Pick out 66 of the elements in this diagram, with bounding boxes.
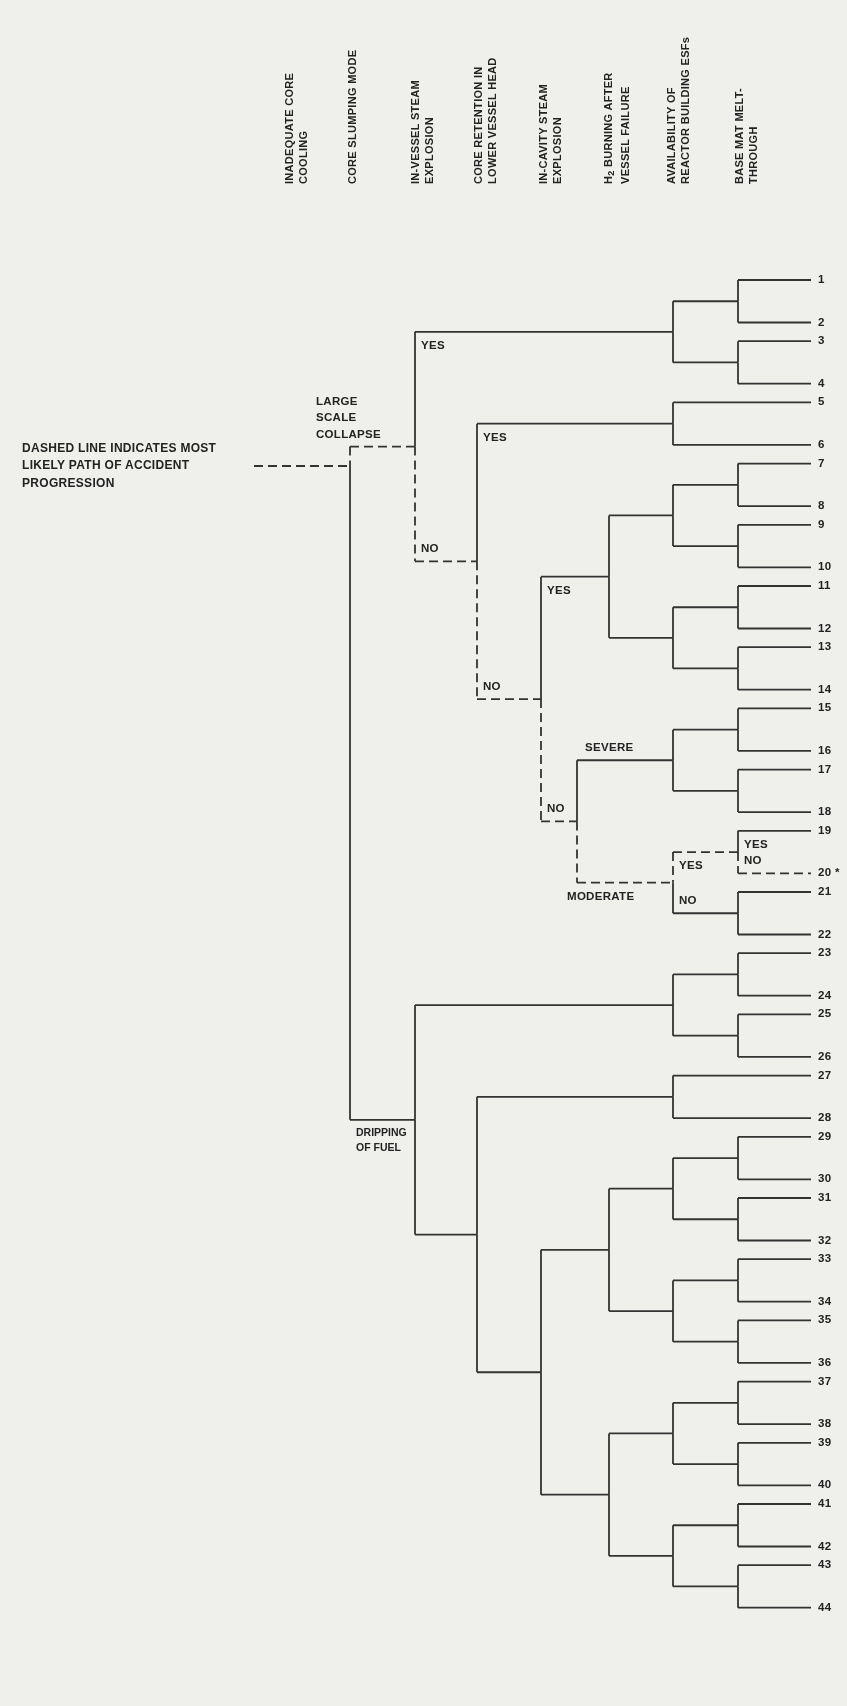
sequence-number: 35 [818, 1312, 832, 1328]
sequence-number: 8 [818, 498, 825, 514]
sequence-number: 30 [818, 1171, 832, 1187]
branch-label: NO [744, 853, 762, 869]
sequence-number: 11 [818, 578, 831, 593]
sequence-number: 2 [818, 314, 825, 330]
branch-label: SEVERE [585, 740, 634, 756]
sequence-number: 12 [818, 620, 832, 636]
sequence-number: 42 [818, 1538, 832, 1554]
column-heading: CORE SLUMPING MODE [345, 48, 359, 184]
sequence-number: 14 [818, 681, 832, 697]
branch-label: YES [421, 337, 445, 353]
sequence-number: 25 [818, 1006, 832, 1022]
sequence-number: 20 * [818, 865, 840, 881]
sequence-number: 5 [818, 394, 825, 410]
column-heading: AVAILABILITY OF REACTOR BUILDING ESFs [664, 35, 693, 184]
sequence-number: 43 [818, 1557, 832, 1573]
sequence-number: 1 [818, 272, 825, 287]
sequence-number: 44 [818, 1599, 832, 1615]
sequence-number: 7 [818, 455, 825, 471]
branch-label: YES [744, 836, 768, 852]
sequence-number: 26 [818, 1048, 832, 1064]
sequence-number: 40 [818, 1477, 832, 1493]
sequence-number: 15 [818, 700, 832, 716]
column-heading: CORE RETENTION IN LOWER VESSEL HEAD [471, 56, 500, 184]
sequence-number: 10 [818, 559, 832, 575]
branch-label: NO [421, 541, 439, 557]
branch-label: DRIPPING OF FUEL [356, 1124, 407, 1155]
column-heading: BASE MAT MELT-THROUGH [732, 86, 761, 184]
note-text: DASHED LINE INDICATES MOST LIKELY PATH OF ACCIDENT PROGRESSION [22, 440, 254, 493]
sequence-number: 32 [818, 1232, 832, 1248]
column-heading: IN-CAVITY STEAM EXPLOSION [536, 82, 565, 184]
sequence-number: 22 [818, 926, 832, 942]
column-heading: INADEQUATE CORE COOLING [282, 71, 311, 184]
branch-label: YES [483, 429, 507, 445]
sequence-number: 34 [818, 1293, 832, 1309]
sequence-number: 33 [818, 1251, 832, 1267]
sequence-number: 6 [818, 436, 825, 452]
branch-label: NO [679, 893, 697, 909]
sequence-number: 9 [818, 516, 825, 532]
sequence-number: 39 [818, 1434, 832, 1450]
sequence-number: 29 [818, 1128, 832, 1144]
branch-label: LARGE SCALE COLLAPSE [316, 393, 382, 442]
sequence-number: 18 [818, 804, 832, 820]
sequence-number: 13 [818, 639, 832, 655]
sequence-number: 41 [818, 1496, 832, 1511]
sequence-number: 36 [818, 1354, 832, 1370]
sequence-number: 38 [818, 1416, 832, 1432]
branch-label: YES [679, 858, 703, 874]
sequence-number: 24 [818, 987, 832, 1003]
sequence-number: 17 [818, 761, 832, 777]
sequence-number: 28 [818, 1110, 832, 1126]
sequence-number: 19 [818, 822, 832, 838]
branch-label: YES [547, 582, 571, 598]
branch-label: NO [547, 801, 565, 817]
sequence-number: 4 [818, 375, 825, 391]
sequence-number: 31 [818, 1190, 832, 1205]
branch-label: NO [483, 679, 501, 695]
sequence-number: 23 [818, 945, 832, 961]
sequence-number: 27 [818, 1067, 832, 1083]
sequence-number: 37 [818, 1373, 832, 1389]
sequence-number: 3 [818, 333, 825, 349]
branch-label: MODERATE [567, 888, 635, 904]
column-heading: IN-VESSEL STEAM EXPLOSION [408, 79, 437, 184]
sequence-number: 21 [818, 884, 832, 899]
sequence-number: 16 [818, 742, 832, 758]
